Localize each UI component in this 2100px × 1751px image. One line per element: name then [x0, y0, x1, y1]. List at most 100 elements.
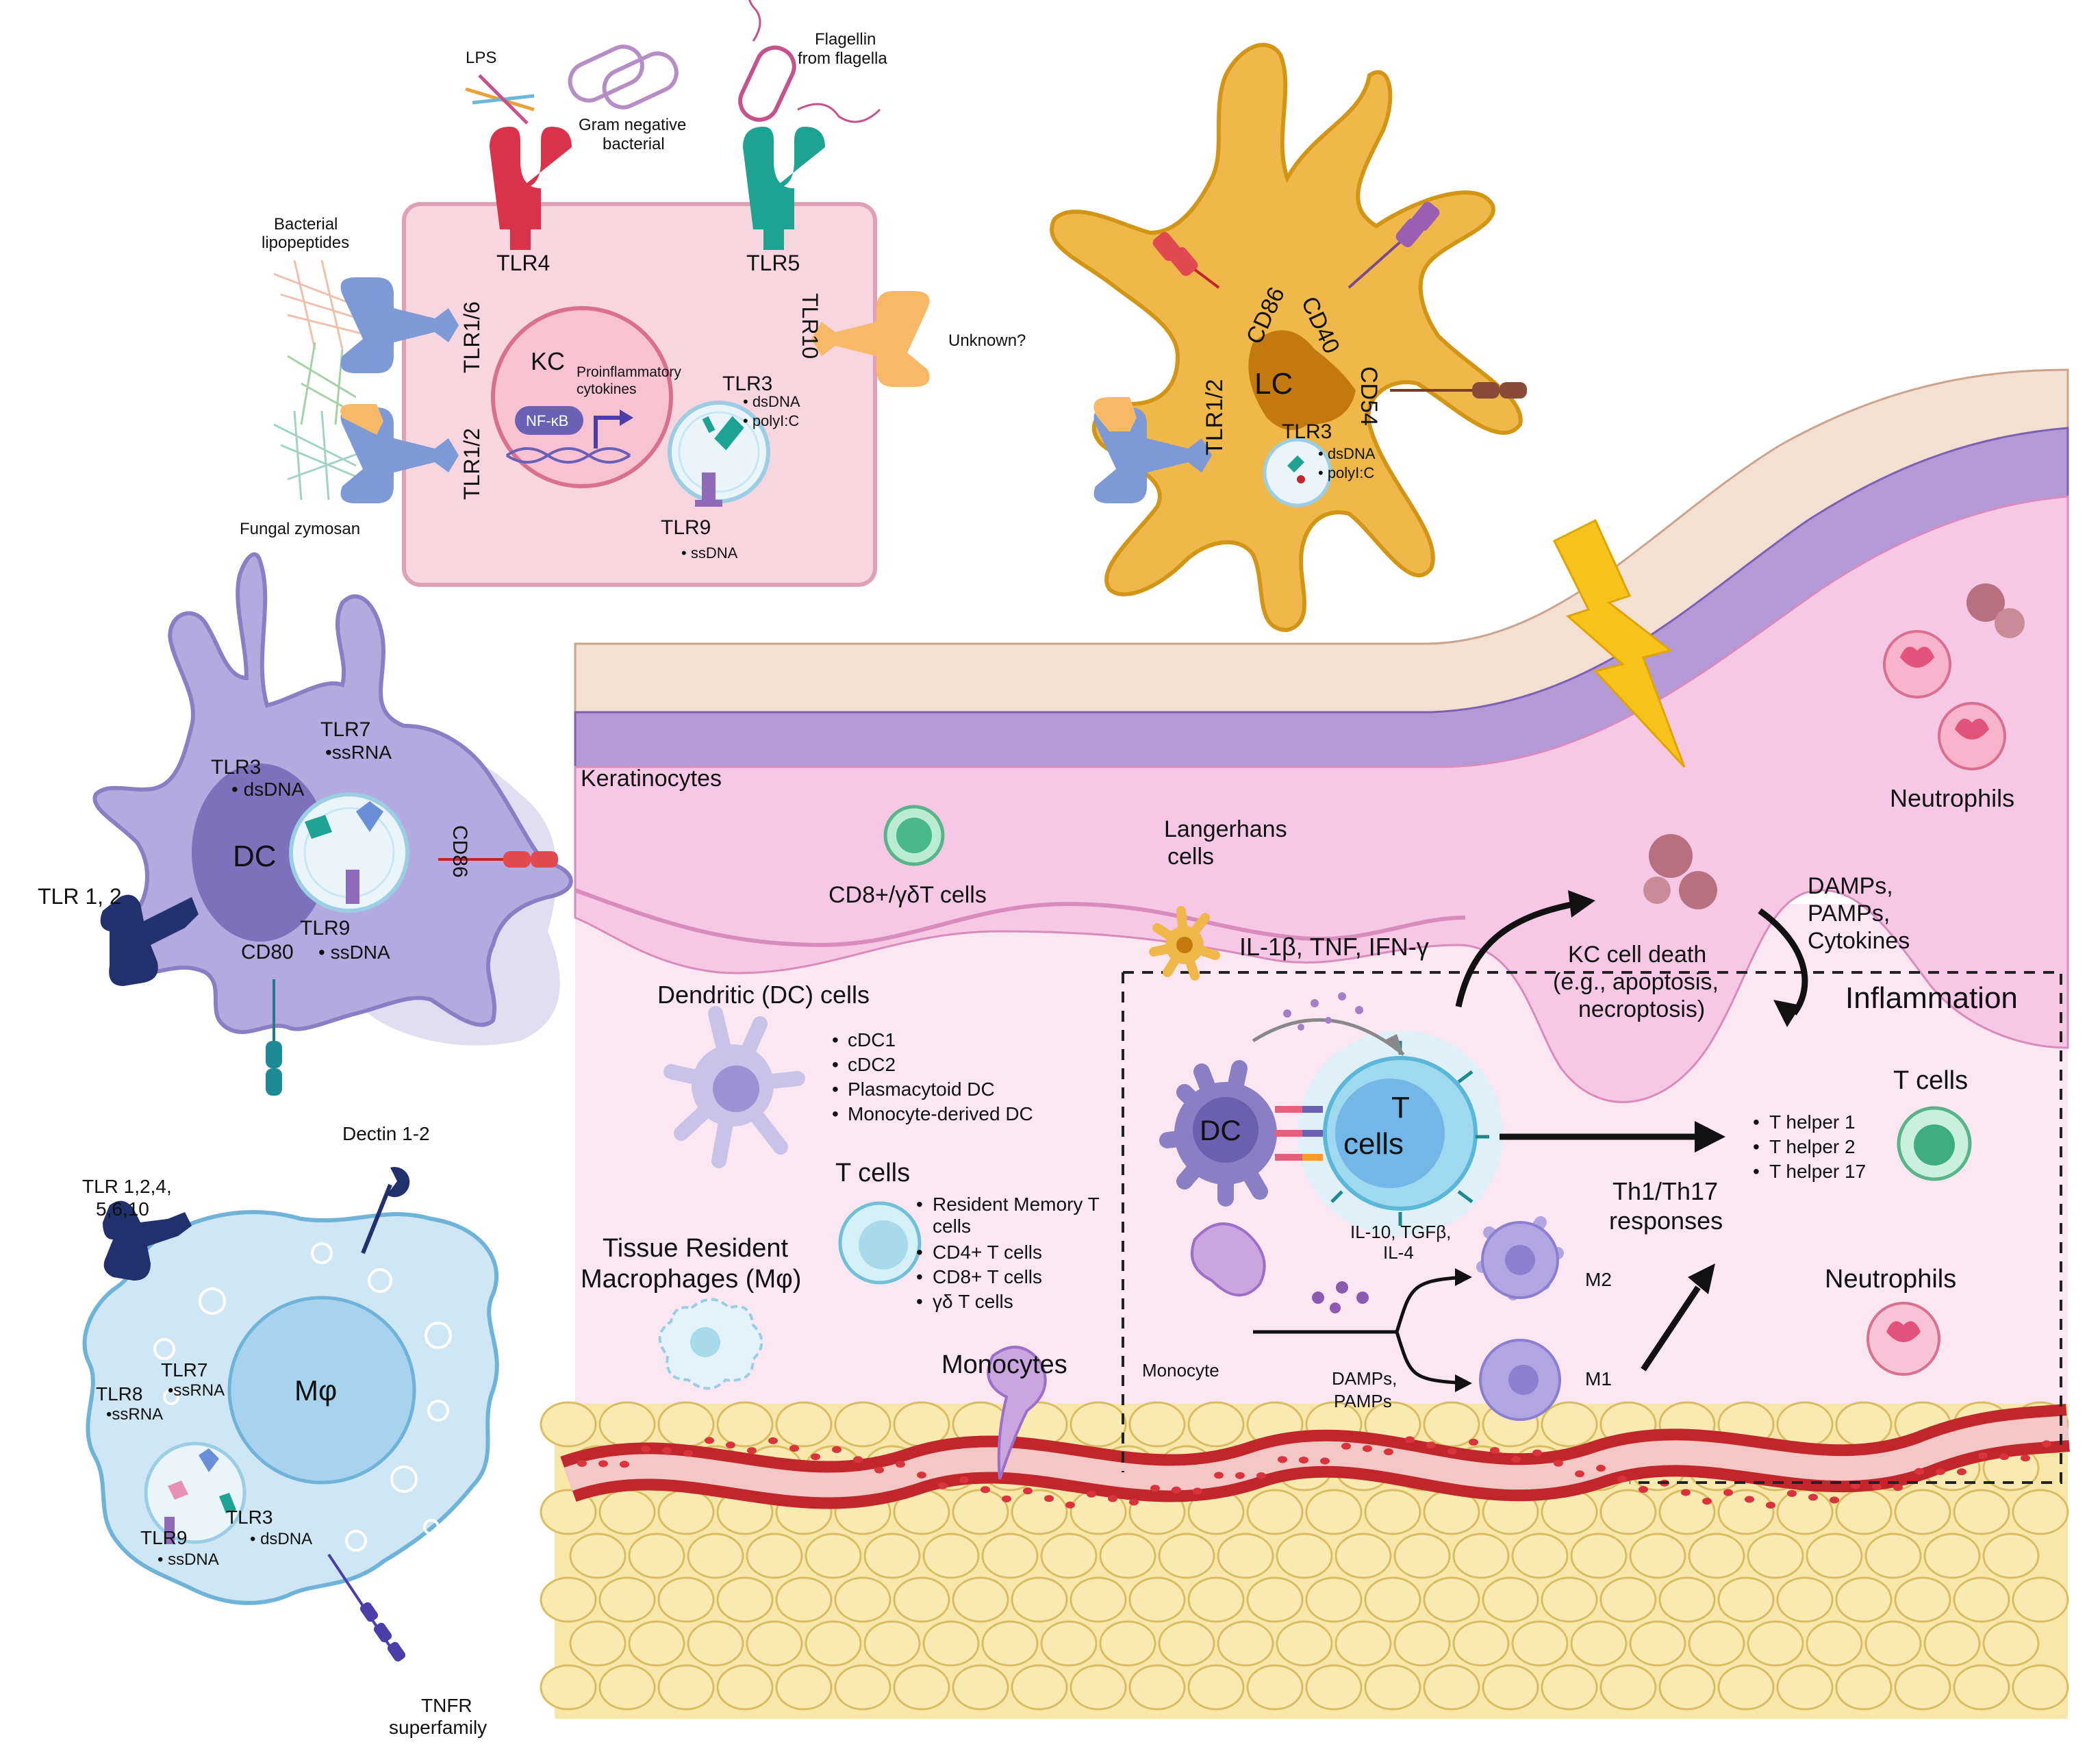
fat-cell	[1658, 1664, 1716, 1711]
dc-tlr7-item: •ssRNA	[325, 742, 392, 763]
list-item: •	[832, 1029, 839, 1050]
fat-cell	[2012, 1664, 2069, 1711]
red-blood-cell	[1087, 1490, 1096, 1498]
dendritic-cell-small	[663, 1006, 805, 1168]
fat-cell	[1688, 1533, 1745, 1579]
damps-label-1: DAMPs,	[1808, 873, 1893, 899]
dc-tlr7-label: TLR7	[320, 718, 370, 741]
fat-cell	[952, 1576, 1009, 1623]
fat-cell	[1570, 1620, 1628, 1667]
fat-cell	[1864, 1620, 1922, 1667]
zymosan-label: Fungal zymosan	[240, 520, 360, 538]
fat-cell	[1305, 1664, 1363, 1711]
monocytes-label: Monocytes	[941, 1350, 1067, 1379]
red-blood-cell	[811, 1453, 820, 1461]
dc-nucleus	[192, 764, 329, 942]
t-helper-cell	[1897, 1106, 1972, 1181]
red-blood-cell	[1150, 1485, 1160, 1492]
macrophage-vesicles	[153, 1242, 452, 1552]
list-item: •	[832, 1079, 839, 1100]
fat-cell	[657, 1489, 715, 1535]
red-blood-cell	[768, 1437, 778, 1444]
red-blood-cell	[1256, 1472, 1266, 1479]
red-blood-cell	[1214, 1472, 1224, 1479]
list-item: •	[916, 1291, 923, 1312]
list-item: •	[1753, 1136, 1760, 1157]
red-blood-cell	[662, 1447, 672, 1454]
gram-negative-label-2: bacterial	[603, 135, 665, 153]
dc-cd80-marker-icon	[266, 979, 282, 1096]
fat-cell	[716, 1664, 774, 1711]
fat-cell	[1305, 1489, 1363, 1535]
dc-cd80-label: CD80	[241, 941, 294, 963]
red-blood-cell	[726, 1441, 735, 1449]
fat-cell	[1599, 1664, 1657, 1711]
fat-cell	[569, 1533, 627, 1579]
fat-cell	[1393, 1533, 1451, 1579]
cd86-marker-icon	[1152, 231, 1220, 289]
gram-negative-label: Gram negative	[579, 116, 686, 134]
m-tlr7-label: TLR7	[161, 1359, 207, 1381]
fat-cell	[1835, 1664, 1893, 1711]
monocyte-label: Monocyte	[1142, 1360, 1219, 1381]
red-blood-cell	[1044, 1495, 1054, 1502]
fat-cell	[1334, 1533, 1392, 1579]
tlr1-2-label: TLR1/2	[459, 428, 484, 500]
t-cells-label: T cells	[835, 1159, 910, 1187]
dc-cd86-label: CD86	[448, 825, 471, 878]
fat-cell	[1128, 1401, 1186, 1448]
red-blood-cell	[1766, 1501, 1775, 1509]
fat-cell	[540, 1401, 597, 1448]
red-blood-cell	[1936, 1467, 1945, 1475]
inflammation-box	[1122, 971, 2062, 1484]
fat-cell	[1393, 1620, 1451, 1667]
red-blood-cell	[981, 1486, 990, 1494]
damps-label-3: Cytokines	[1808, 928, 1910, 954]
fat-cell	[1040, 1620, 1098, 1667]
m-tlr3-item: • dsDNA	[250, 1530, 312, 1548]
fat-cell	[834, 1576, 891, 1623]
red-blood-cell	[747, 1447, 757, 1454]
red-blood-cell	[705, 1437, 714, 1444]
fat-cell	[1099, 1620, 1156, 1667]
red-blood-cell	[917, 1472, 926, 1479]
fat-cell	[540, 1664, 597, 1711]
red-blood-cell	[874, 1466, 884, 1474]
red-blood-cell	[1872, 1483, 1882, 1491]
lipopeptide-mesh-icon	[273, 260, 370, 425]
tissue-macrophages-label: Tissue Resident	[603, 1234, 788, 1263]
fat-cell	[1629, 1533, 1686, 1579]
fat-cell	[1717, 1576, 1775, 1623]
keratinocytes-label: Keratinocytes	[581, 766, 722, 792]
tlr5-receptor-icon	[743, 127, 825, 250]
red-blood-cell	[1957, 1468, 1966, 1476]
fat-cell	[922, 1533, 980, 1579]
red-blood-cell	[1235, 1472, 1245, 1479]
list-item: Monocyte-derived DC	[848, 1103, 1033, 1124]
injury-bolt-icon	[1552, 518, 1686, 768]
list-item: T helper 17	[1769, 1161, 1866, 1182]
fat-cell	[628, 1620, 685, 1667]
fat-cell	[598, 1664, 656, 1711]
list-item: cDC2	[848, 1054, 896, 1075]
fat-cell	[922, 1620, 980, 1667]
fat-cell	[1482, 1664, 1539, 1711]
neutrophil-top-2	[1938, 702, 2006, 770]
list-item: T helper 1	[1769, 1111, 1856, 1133]
fat-cell	[1923, 1533, 1981, 1579]
red-blood-cell	[577, 1459, 587, 1467]
m2-macrophage	[1476, 1216, 1564, 1300]
monocyte-differentiation	[1191, 1216, 1564, 1421]
fat-cell	[1511, 1620, 1569, 1667]
tlr3-endosomal-icon	[702, 416, 744, 451]
t-helper-list: • T helper 1 • T helper 2 • T helper 17	[1753, 1111, 1866, 1182]
fat-cell	[1158, 1533, 1215, 1579]
fat-cell	[893, 1664, 950, 1711]
macrophage-tlr-label-2: 5,6,10	[96, 1198, 149, 1220]
red-blood-cell	[1320, 1457, 1330, 1465]
damps-label-2: PAMPs,	[1808, 900, 1890, 927]
red-blood-cell	[1129, 1498, 1139, 1506]
dc-tlr3-item: • dsDNA	[231, 779, 305, 800]
fat-cell	[716, 1576, 774, 1623]
damps-pamps-label-2: PAMPs	[1334, 1391, 1392, 1411]
